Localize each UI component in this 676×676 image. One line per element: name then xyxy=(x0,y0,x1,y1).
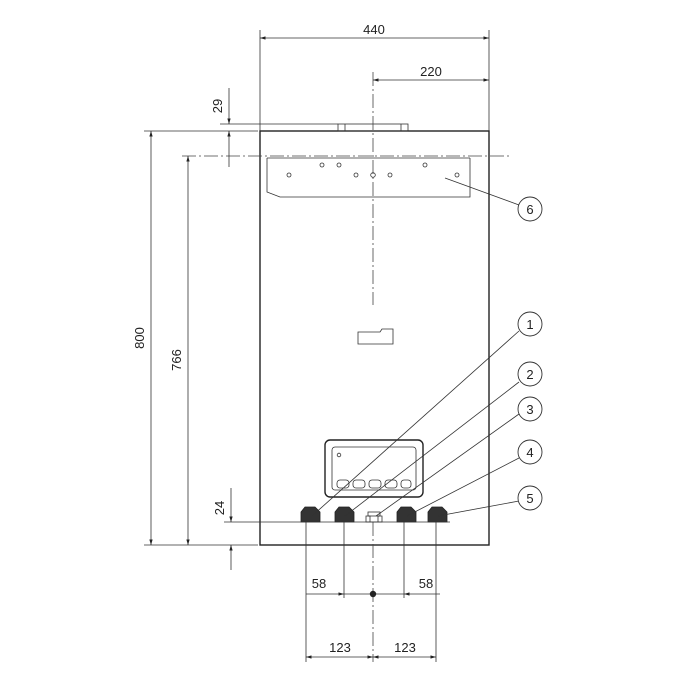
callout-6: 6 xyxy=(444,177,543,222)
extension-lines xyxy=(144,30,490,662)
dim-label-123-left: 123 xyxy=(329,640,351,655)
dimension-top-offset: 29 xyxy=(210,88,231,167)
boiler-body xyxy=(259,123,490,546)
dim-label-123-right: 123 xyxy=(394,640,416,655)
callout-4: 4 xyxy=(406,439,543,517)
dim-label-800: 800 xyxy=(132,327,147,349)
mounting-bracket xyxy=(266,157,471,198)
dimension-bottom-offset: 24 xyxy=(212,488,233,570)
logo-badge xyxy=(357,328,394,345)
control-panel xyxy=(324,439,424,498)
dim-label-440: 440 xyxy=(363,22,385,37)
dimension-half-width: 220 xyxy=(373,64,489,82)
callout-label-2: 2 xyxy=(526,367,533,382)
callout-label-1: 1 xyxy=(526,317,533,332)
callout-label-3: 3 xyxy=(526,402,533,417)
dim-label-58-right: 58 xyxy=(419,576,433,591)
connection-1 xyxy=(300,506,321,523)
dimension-pipe-outer: 123 123 xyxy=(306,640,436,659)
dimension-total-width: 440 xyxy=(260,22,489,40)
callout-label-5: 5 xyxy=(526,491,533,506)
connection-2 xyxy=(334,506,355,523)
dimension-total-height: 800 xyxy=(132,131,153,545)
dim-label-220: 220 xyxy=(420,64,442,79)
dim-label-766: 766 xyxy=(169,349,184,371)
centre-lines xyxy=(182,72,512,662)
dim-label-29: 29 xyxy=(210,99,225,113)
callout-label-4: 4 xyxy=(526,445,533,460)
callout-label-6: 6 xyxy=(526,202,533,217)
dimension-bracket-height: 766 xyxy=(169,156,190,545)
dim-label-58-left: 58 xyxy=(312,576,326,591)
callout-3: 3 xyxy=(375,396,543,517)
dimension-pipe-inner: 58 58 xyxy=(306,576,440,598)
callout-1: 1 xyxy=(311,311,543,517)
connection-4 xyxy=(396,506,417,523)
callout-5: 5 xyxy=(437,485,543,517)
callout-2: 2 xyxy=(344,361,543,517)
dim-label-24: 24 xyxy=(212,501,227,515)
pipe-connections xyxy=(300,506,448,523)
